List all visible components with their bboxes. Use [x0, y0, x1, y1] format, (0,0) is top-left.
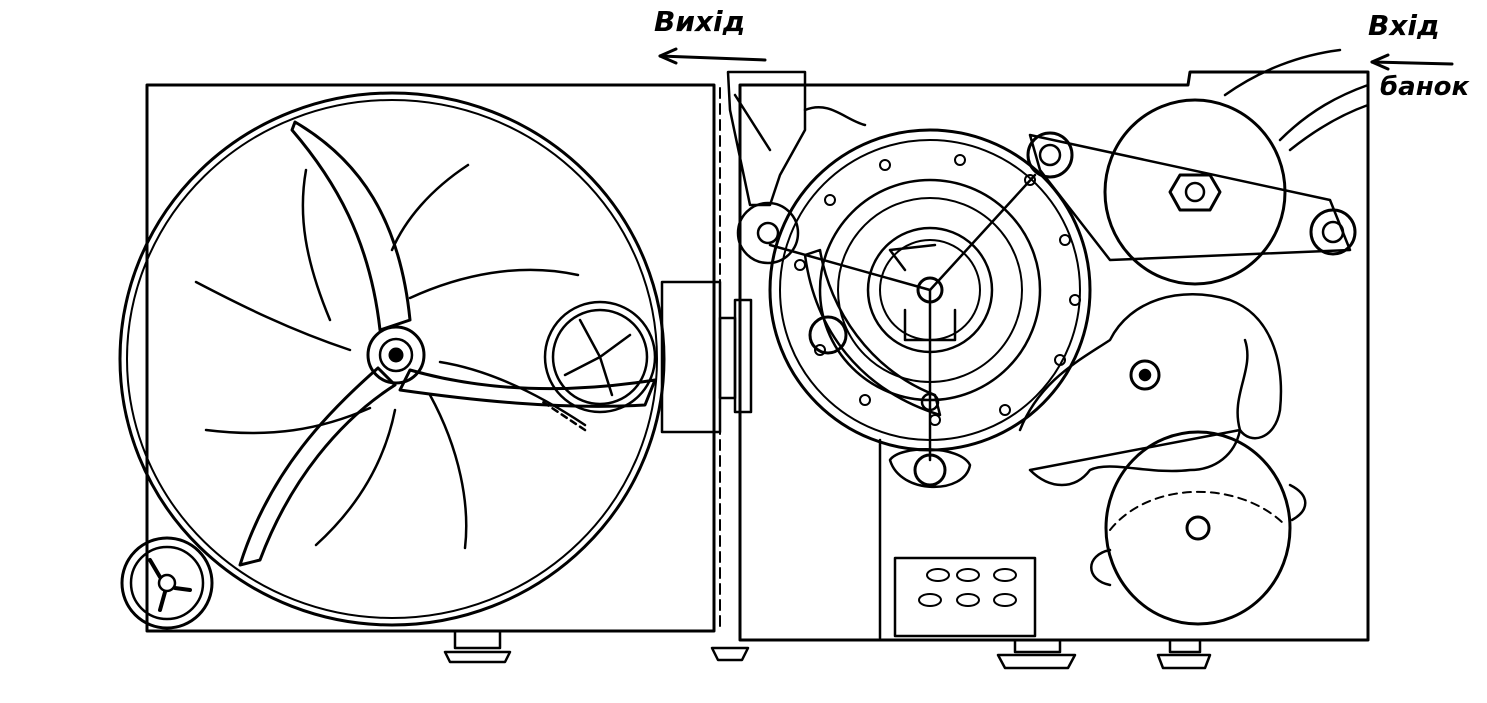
drum-blades — [240, 122, 655, 565]
handwheel — [122, 538, 212, 628]
drum-hub — [368, 327, 424, 383]
turret-spokes — [770, 175, 1035, 460]
turret-bolts — [795, 155, 1080, 425]
vent-panel — [895, 558, 1035, 636]
inlet-label-line1: Вхід — [1368, 9, 1440, 42]
left-feet — [445, 632, 748, 662]
coupling — [662, 282, 751, 432]
inlet-label-line2: банок — [1380, 72, 1470, 102]
left-housing — [147, 85, 720, 631]
outlet-chute — [728, 72, 865, 205]
drum-wheel — [120, 93, 664, 625]
inlet-arrow — [1372, 55, 1452, 69]
lower-roller — [890, 449, 970, 487]
outlet-label: Вихід — [654, 5, 746, 38]
small-wheel — [545, 302, 655, 412]
top-bracket — [1028, 133, 1355, 260]
drum-ribs — [196, 165, 585, 548]
right-feet — [998, 640, 1210, 668]
lower-disk — [1091, 432, 1305, 624]
outlet-arrow — [660, 49, 765, 63]
upper-disk — [1105, 100, 1285, 284]
right-housing — [740, 72, 1368, 640]
gear — [1020, 294, 1281, 485]
inlet-chute — [1225, 50, 1368, 150]
lever-arm — [805, 250, 940, 415]
left-guide-roller — [738, 203, 798, 263]
